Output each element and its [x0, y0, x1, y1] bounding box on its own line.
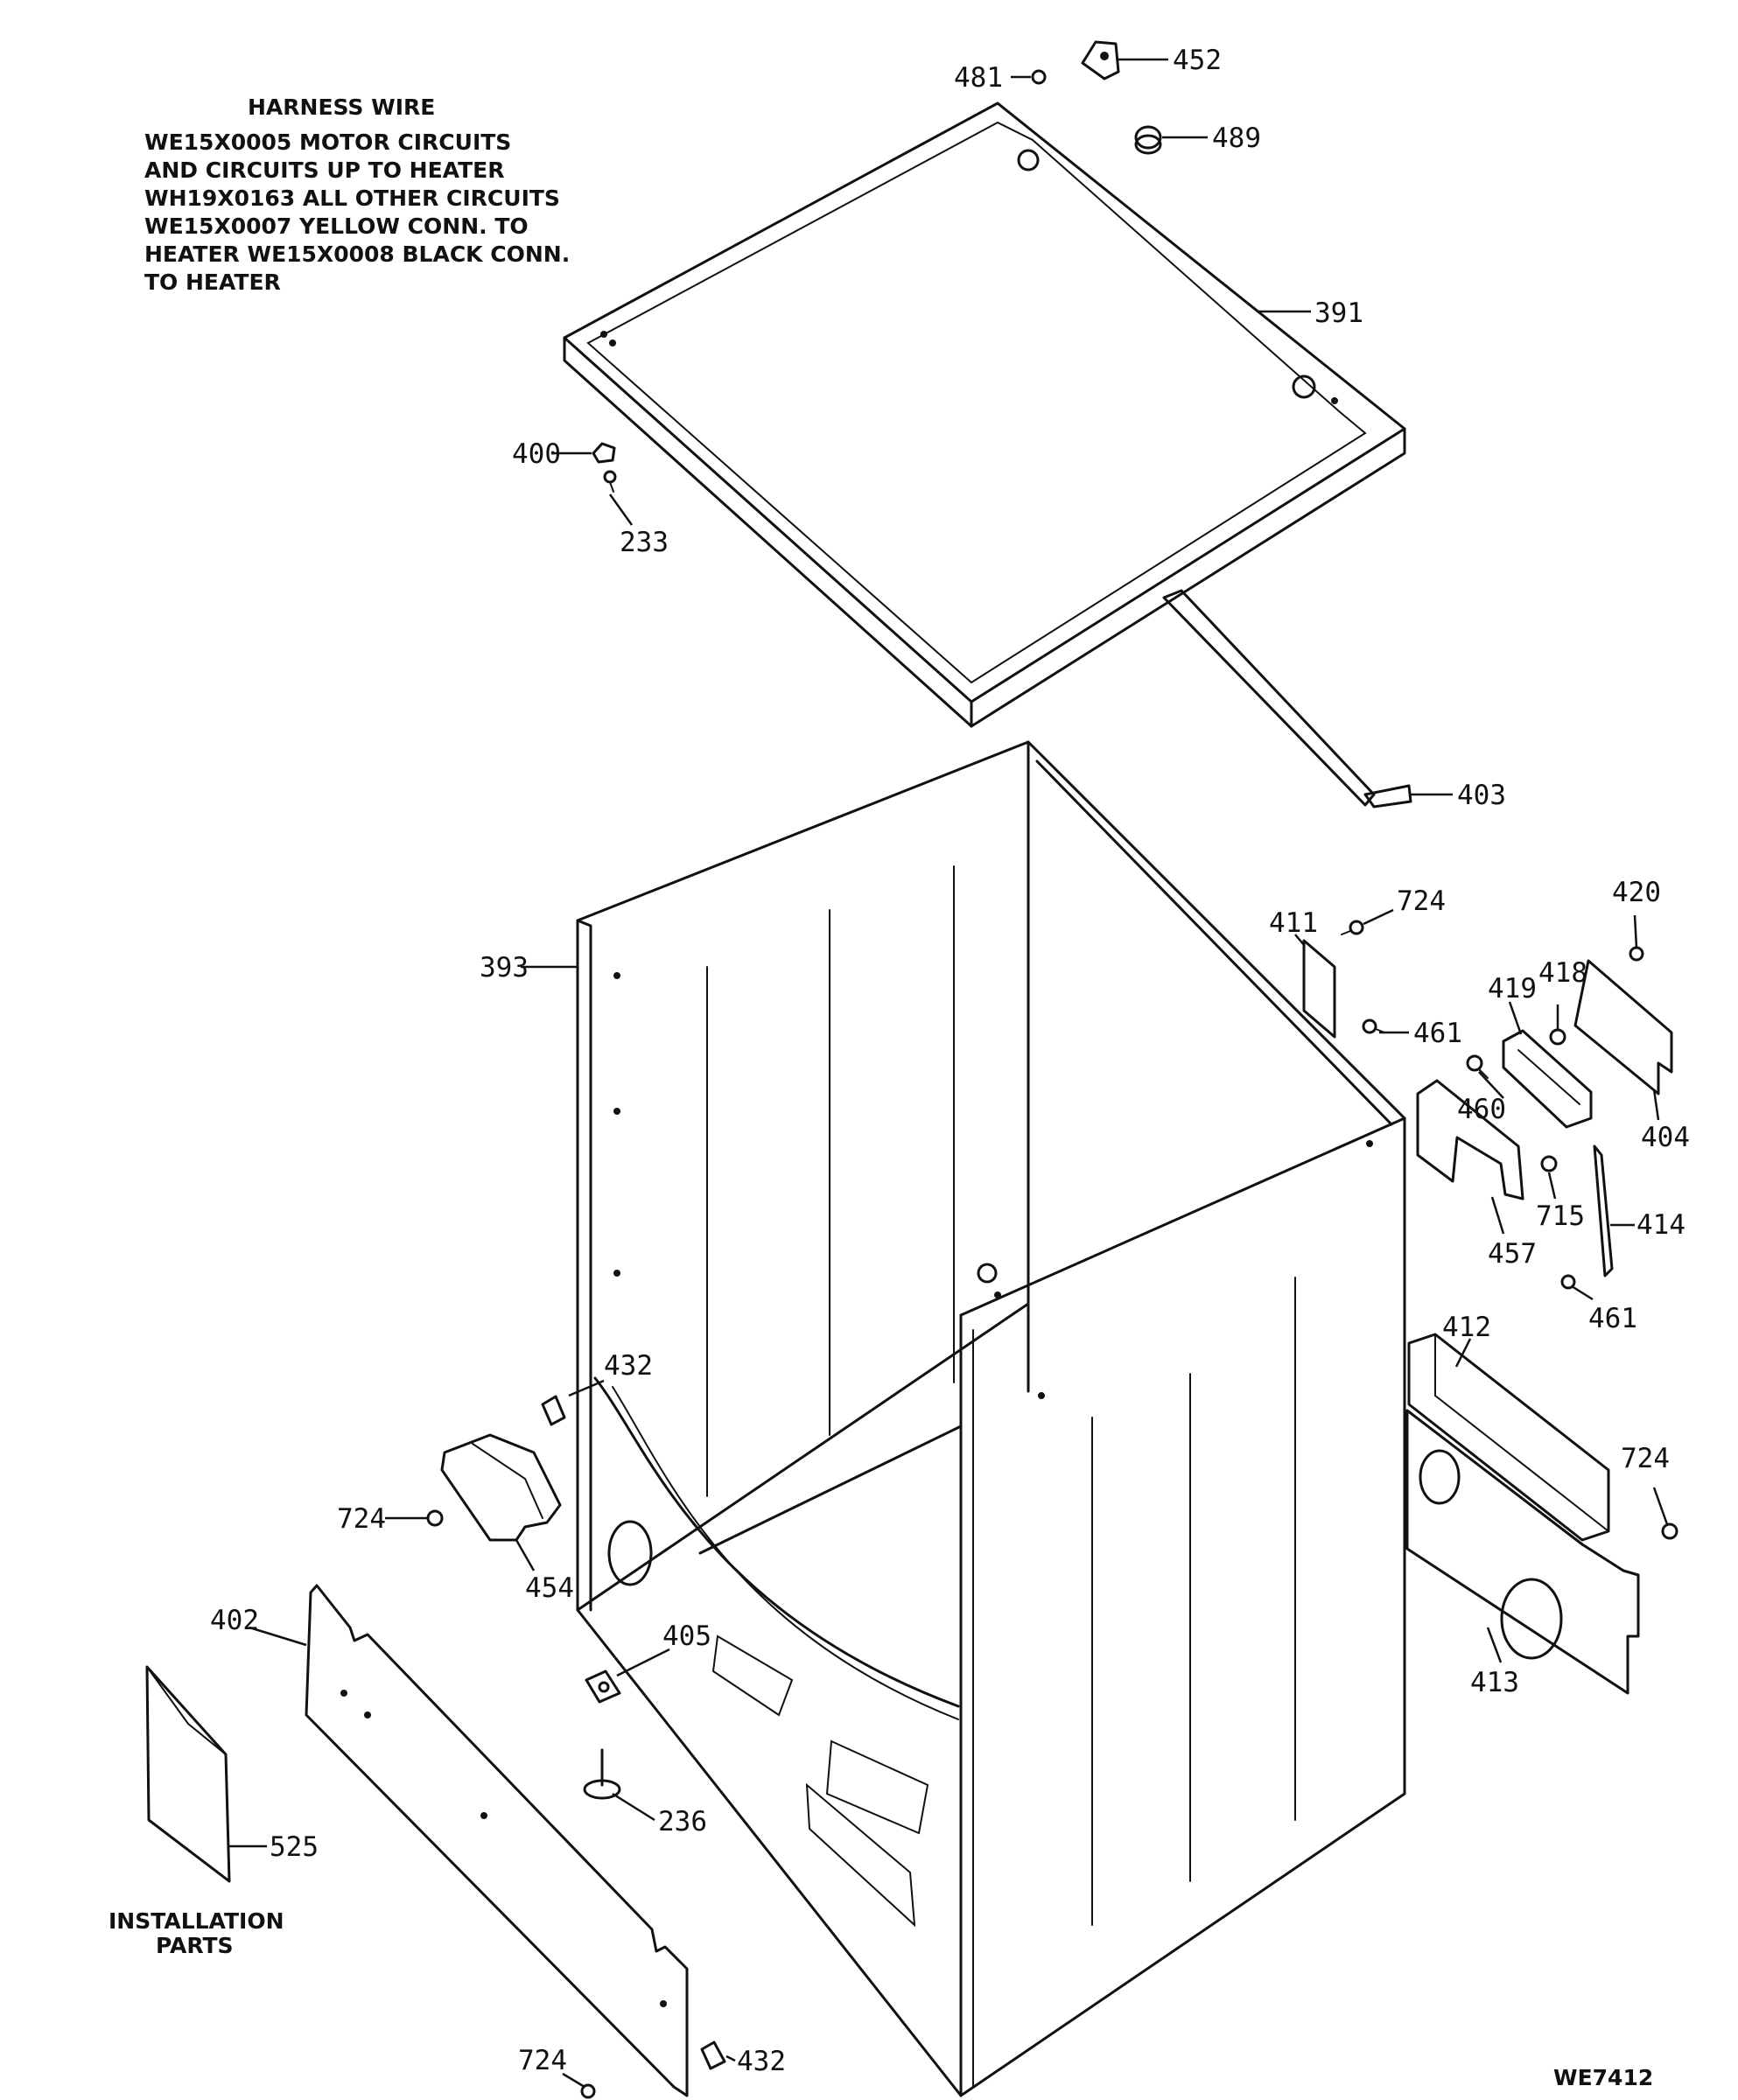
cabinet-393: [576, 740, 1406, 2097]
callout-724: 724: [518, 2045, 567, 2076]
installation-parts-label: INSTALLATION PARTS: [109, 1908, 284, 1958]
screw-724-right: [1661, 1522, 1678, 1540]
callout-403: 403: [1457, 780, 1506, 811]
screw-461-lower: [1560, 1274, 1576, 1290]
callout-numbers: 481 452 489 391 400 233 403 393 411 724 …: [210, 45, 1690, 2077]
toe-panel-402: [305, 1584, 689, 2097]
harness-wire-note: HARNESS WIRE WE15X0005 MOTOR CIRCUITS AN…: [144, 94, 570, 295]
harness-note-line: WE15X0007 YELLOW CONN. TO: [144, 214, 529, 239]
callout-391: 391: [1314, 298, 1363, 329]
callout-414: 414: [1636, 1209, 1685, 1241]
harness-note-line: AND CIRCUITS UP TO HEATER: [144, 158, 504, 183]
callout-402: 402: [210, 1605, 259, 1636]
callout-404: 404: [1641, 1122, 1690, 1153]
callout-489: 489: [1212, 122, 1261, 154]
harness-note-line: WH19X0163 ALL OTHER CIRCUITS: [144, 186, 560, 211]
callout-419: 419: [1488, 973, 1537, 1004]
plug-489: [1134, 125, 1162, 155]
screw-460: [1466, 1054, 1489, 1079]
clip-452: [1081, 40, 1120, 80]
clip-400: [592, 442, 616, 464]
callout-413: 413: [1470, 1667, 1519, 1698]
installation-label-line: INSTALLATION: [109, 1908, 284, 1934]
screw-715: [1540, 1155, 1558, 1172]
callout-525: 525: [270, 1831, 319, 1863]
screw-461-upper: [1362, 1018, 1385, 1034]
clip-405: [585, 1670, 621, 1704]
installation-envelope-525: [145, 1665, 231, 1883]
drawing-number: WE7412: [1553, 2065, 1653, 2090]
screw-481: [1031, 69, 1047, 85]
harness-note-line: HEATER WE15X0008 BLACK CONN.: [144, 242, 570, 267]
top-panel-391: [563, 102, 1406, 728]
screw-724-bottom: [580, 2083, 596, 2099]
callout-454: 454: [525, 1572, 574, 1604]
callout-411: 411: [1269, 907, 1318, 939]
leader-lines: [229, 58, 1669, 2089]
callout-432: 432: [737, 2046, 786, 2077]
clip-432-upper: [541, 1395, 566, 1426]
callout-432: 432: [604, 1350, 653, 1382]
callout-412: 412: [1442, 1312, 1491, 1343]
screw-233: [603, 470, 617, 493]
screw-724-upper: [1341, 920, 1364, 935]
screw-724-left: [426, 1509, 444, 1527]
installation-label-line: PARTS: [156, 1933, 234, 1958]
callout-236: 236: [658, 1806, 707, 1838]
strap-403: [1162, 589, 1412, 808]
callout-452: 452: [1173, 45, 1222, 76]
callout-461: 461: [1413, 1018, 1462, 1049]
bracket-457: [1416, 1079, 1524, 1200]
rail-412: [1407, 1333, 1610, 1542]
bracket-454: [440, 1433, 562, 1542]
callout-460: 460: [1457, 1094, 1506, 1125]
callout-724: 724: [1397, 886, 1446, 917]
callout-420: 420: [1612, 877, 1661, 908]
callout-400: 400: [512, 438, 561, 470]
harness-note-title: HARNESS WIRE: [248, 94, 435, 120]
callout-481: 481: [954, 62, 1003, 94]
leveling-leg-236: [583, 1748, 621, 1800]
callout-461: 461: [1588, 1303, 1637, 1334]
terminal-block-419: [1502, 1029, 1593, 1129]
cover-404: [1573, 959, 1673, 1096]
bracket-411: [1302, 939, 1336, 1039]
strap-414: [1593, 1144, 1614, 1278]
callout-233: 233: [620, 527, 669, 558]
panel-413: [1405, 1409, 1640, 1695]
callout-457: 457: [1488, 1238, 1537, 1270]
callout-405: 405: [662, 1620, 711, 1652]
callout-724: 724: [337, 1503, 386, 1535]
harness-note-line: TO HEATER: [144, 270, 281, 295]
screw-420: [1629, 946, 1644, 962]
callout-724: 724: [1621, 1443, 1670, 1474]
clip-432-bottom: [700, 2040, 726, 2070]
callout-418: 418: [1538, 957, 1587, 989]
nut-418: [1549, 1028, 1566, 1046]
callout-393: 393: [480, 952, 529, 984]
callout-715: 715: [1536, 1200, 1585, 1232]
harness-note-line: WE15X0005 MOTOR CIRCUITS: [144, 130, 511, 155]
